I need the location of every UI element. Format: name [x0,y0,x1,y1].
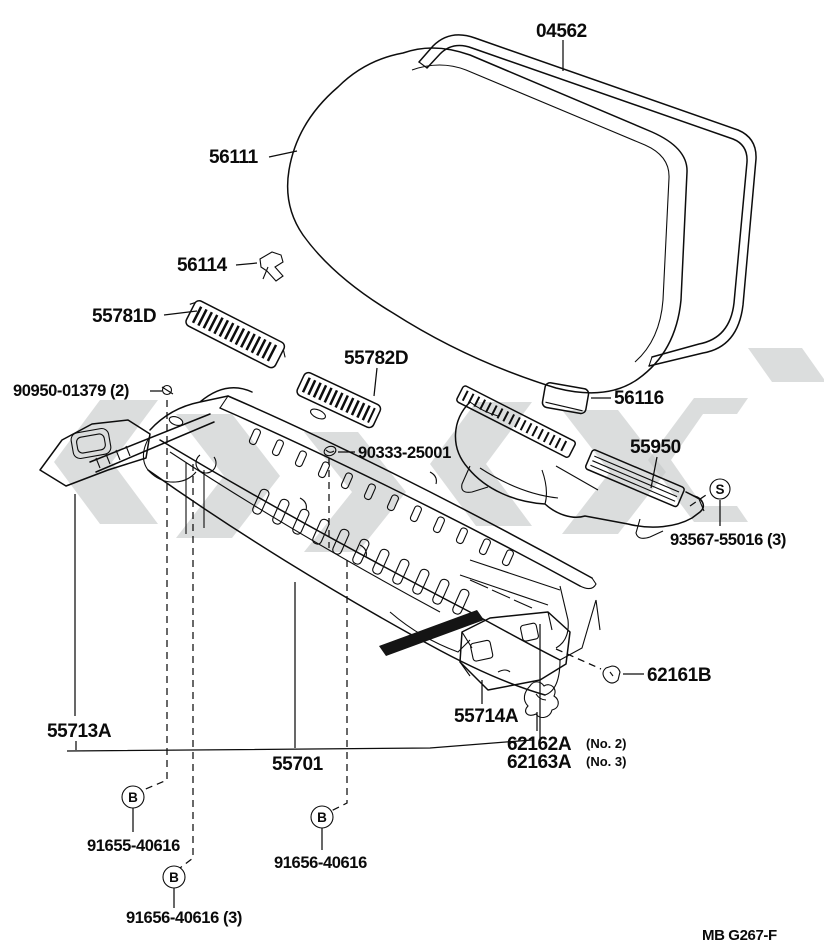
label-glass-stopper: 56116 [614,388,664,409]
glass-clip-drawing [259,251,284,282]
leader-lines [66,40,721,908]
label-cowl-air-duct: 55950 [630,437,681,458]
figure-code: MB G267-F [702,927,777,944]
marker-b-1-letter: B [128,790,138,805]
cowl-louver-rh-drawing [296,371,382,429]
label-bolt-2: 91656-40616 [274,854,367,872]
label-plug-no2-note: (No. 2) [586,736,626,751]
windshield-moulding-drawing [418,34,757,367]
grommet-drawing [602,665,621,684]
marker-b-1: B [121,785,145,809]
label-cowl-louver-rh: 55782D [344,348,408,369]
screw-front-drawing [161,384,174,396]
label-glass-clip: 56114 [177,255,228,276]
cowl-bracket-drawing [459,611,571,691]
dashed-lines [140,400,707,869]
label-cowl-louver-lh: 55781D [92,306,156,327]
marker-b-3: B [162,865,186,889]
marker-b-3-letter: B [169,870,179,885]
label-plug-no3: 62163A [507,752,572,773]
label-duct-screw: 93567-55016 (3) [670,531,786,549]
label-plug-no3-note: (No. 3) [586,754,626,769]
part-labels: 04562 56111 56114 55781D 55782D 90950-01… [13,21,786,927]
label-cowl-bracket: 55714A [454,706,519,727]
label-screw-front: 90950-01379 (2) [13,382,129,400]
label-cowl-side-panel: 55713A [47,721,112,742]
cowl-side-panel-drawing [39,413,215,487]
label-bolt-3: 91656-40616 (3) [126,909,242,927]
cowl-air-duct-drawing [454,385,705,539]
label-grommet: 62161B [647,665,711,686]
cowl-panel-drawing [142,387,601,696]
marker-s-letter: S [715,482,724,497]
clip-center-drawing [323,445,337,457]
plug-drawing [523,681,559,719]
label-cowl-panel: 55701 [272,754,324,775]
label-windshield-moulding: 04562 [536,21,587,42]
marker-b-2-letter: B [317,810,327,825]
glass-stopper-drawing [541,382,590,415]
label-bolt-1: 91655-40616 [87,837,180,855]
label-windshield-glass: 56111 [209,147,259,168]
windshield-glass-drawing [286,47,688,394]
marker-b-2: B [310,805,334,829]
cowl-louver-lh-drawing [185,299,286,369]
label-plug-no2: 62162A [507,734,572,755]
label-clip-center: 90333-25001 [358,444,451,462]
marker-s: S [709,478,731,500]
